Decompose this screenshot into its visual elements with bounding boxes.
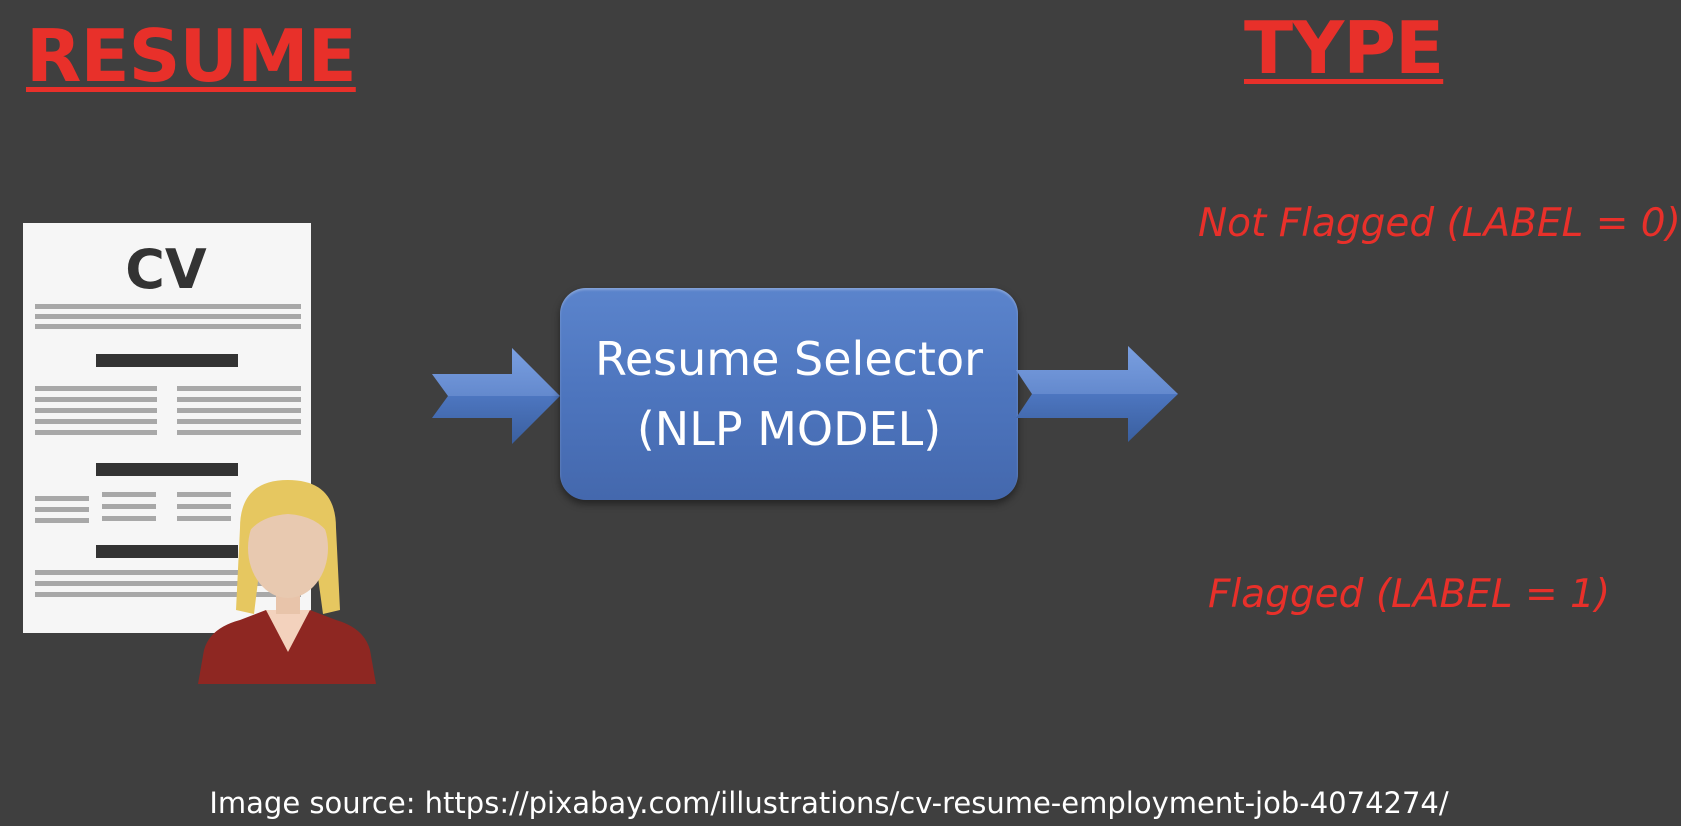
- type-heading: TYPE: [1244, 6, 1444, 90]
- cv-title: CV: [125, 238, 207, 301]
- cv-resume-icon: CV: [23, 223, 376, 684]
- output-arrow-icon: [1016, 346, 1178, 442]
- model-name: Resume Selector: [594, 332, 983, 386]
- resume-selector-model-box: Resume Selector (NLP MODEL): [560, 288, 1018, 500]
- model-type: (NLP MODEL): [636, 402, 942, 456]
- woman-avatar-icon: [198, 480, 376, 684]
- not-flagged-label: Not Flagged (LABEL = 0): [1198, 201, 1681, 246]
- image-source-caption: Image source: https://pixabay.com/illust…: [209, 786, 1449, 820]
- resume-heading: RESUME: [26, 14, 357, 98]
- flagged-label: Flagged (LABEL = 1): [1208, 572, 1611, 617]
- input-arrow-icon: [432, 348, 560, 444]
